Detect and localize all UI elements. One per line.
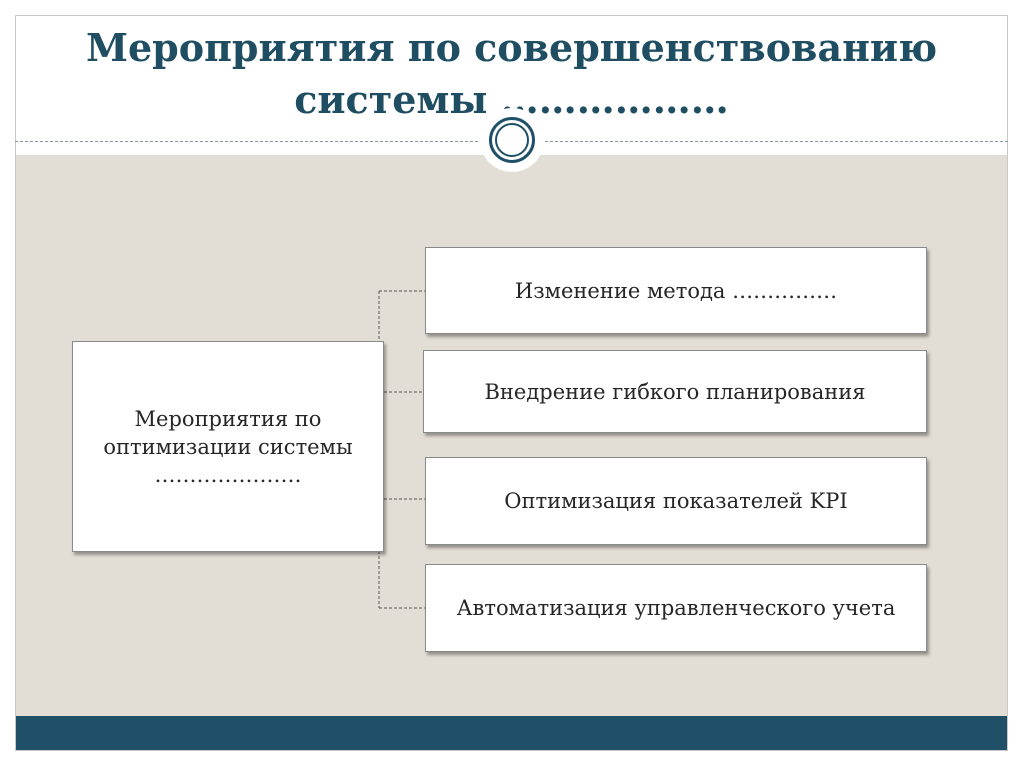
item-node-2: Внедрение гибкого планирования xyxy=(423,350,927,433)
footer-bar xyxy=(16,716,1007,750)
item-node-4: Автоматизация управленческого учета xyxy=(425,564,927,652)
item-node-3-label: Оптимизация показателей KPI xyxy=(504,489,848,513)
item-node-3: Оптимизация показателей KPI xyxy=(425,457,927,545)
item-node-1: Изменение метода …………… xyxy=(425,247,927,334)
root-node-line-1: Мероприятия по xyxy=(134,406,322,431)
root-node: Мероприятия по оптимизации системы ……………… xyxy=(72,341,384,552)
item-node-1-label: Изменение метода …………… xyxy=(514,278,838,303)
title-line-1: Мероприятия по совершенствованию xyxy=(85,25,938,70)
root-node-line-2: оптимизации системы xyxy=(103,434,353,459)
root-node-line-3: ………………… xyxy=(154,462,302,487)
item-node-2-label: Внедрение гибкого планирования xyxy=(484,379,866,404)
circle-ornament-icon xyxy=(480,108,544,172)
item-node-4-label: Автоматизация управленческого учета xyxy=(456,596,896,620)
slide-title: Мероприятия по совершенствованию системы… xyxy=(15,22,1008,126)
